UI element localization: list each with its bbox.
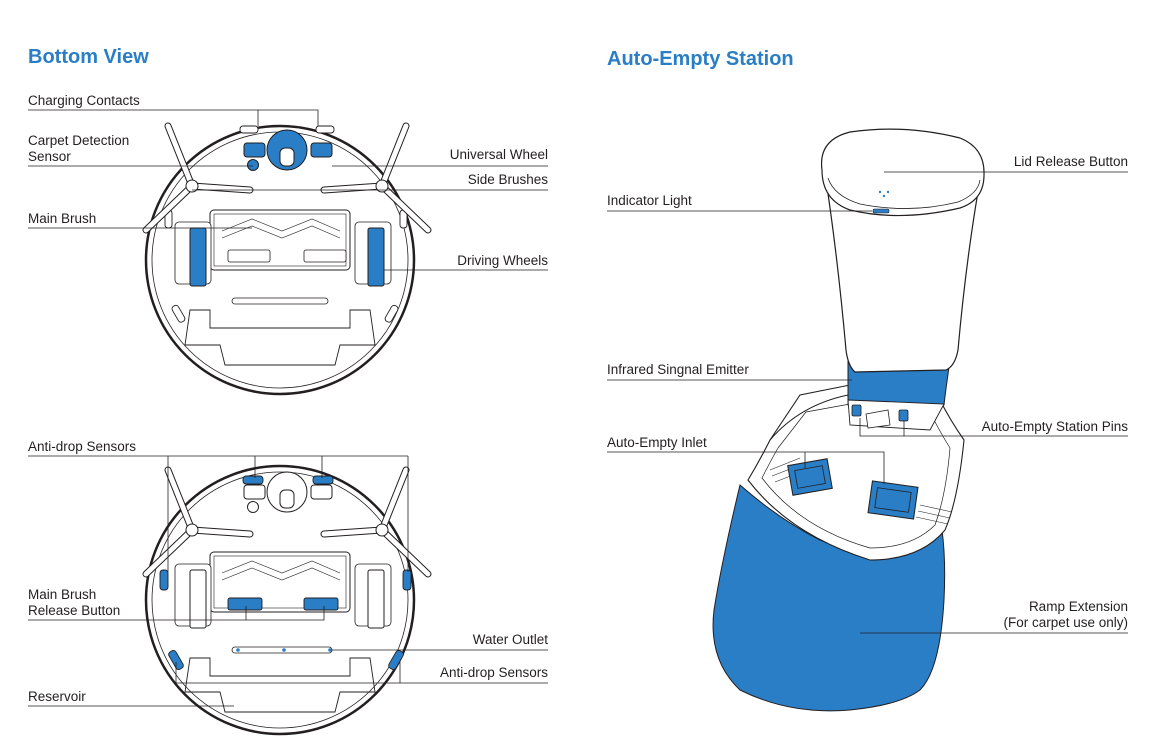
label-anti-drop-sensors-top: Anti-drop Sensors [28, 439, 137, 454]
label-station-pins: Auto-Empty Station Pins [981, 419, 1128, 434]
label-main-brush-release-line1: Main Brush [28, 587, 97, 602]
label-ramp-extension-line2: (For carpet use only) [1003, 615, 1128, 630]
label-water-outlet: Water Outlet [472, 632, 548, 647]
label-indicator-light: Indicator Light [607, 193, 692, 208]
label-side-brushes: Side Brushes [467, 172, 548, 187]
label-carpet-detection-line2: Sensor [28, 149, 71, 164]
label-lid-release-button: Lid Release Button [1013, 154, 1128, 169]
label-infrared-emitter: Infrared Singnal Emitter [607, 362, 749, 377]
label-reservoir: Reservoir [28, 689, 86, 704]
label-auto-empty-inlet: Auto-Empty Inlet [607, 435, 707, 450]
station-title: Auto-Empty Station [607, 48, 794, 70]
auto-empty-station [712, 128, 985, 712]
label-universal-wheel: Universal Wheel [449, 147, 548, 162]
label-charging-contacts: Charging Contacts [28, 93, 140, 108]
label-main-brush-release-line2: Release Button [28, 603, 121, 618]
label-carpet-detection-line1: Carpet Detection [28, 133, 130, 148]
label-main-brush: Main Brush [28, 211, 97, 226]
bottom-view-title: Bottom View [28, 46, 149, 68]
label-ramp-extension-line1: Ramp Extension [1028, 599, 1128, 614]
robot-bottom-view-2 [142, 464, 432, 736]
label-anti-drop-sensors-bottom: Anti-drop Sensors [439, 665, 548, 680]
robot-bottom-view-1 [142, 122, 432, 396]
label-driving-wheels: Driving Wheels [457, 253, 548, 268]
